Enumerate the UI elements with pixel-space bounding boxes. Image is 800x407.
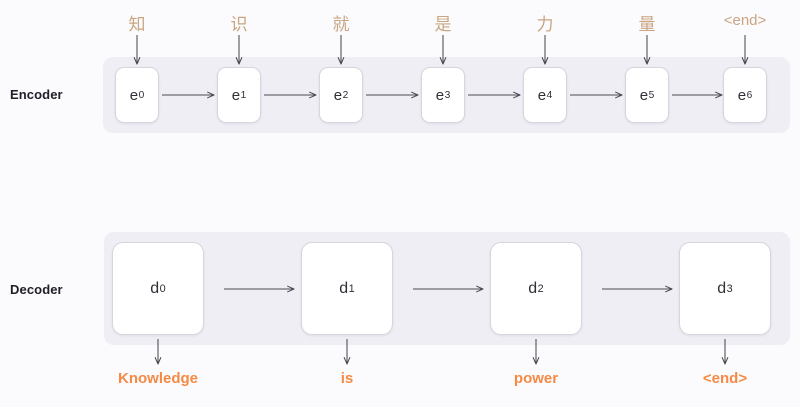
decoder-cell-1-name: d xyxy=(339,279,349,297)
decoder-cell-2-index: 2 xyxy=(537,282,544,295)
encoder-cell-4-index: 4 xyxy=(546,89,553,101)
encoder-input-0: 知 xyxy=(128,15,146,34)
encoder-input-5: 量 xyxy=(638,15,656,34)
encoder-cell-2-name: e xyxy=(333,86,343,104)
encoder-cell-2-index: 2 xyxy=(342,89,349,101)
decoder-cell-3-index: 3 xyxy=(726,282,733,295)
decoder-row-label: Decoder xyxy=(10,282,63,297)
encoder-cell-3-index: 3 xyxy=(444,89,451,101)
encoder-cell-0-index: 0 xyxy=(138,89,145,101)
decoder-output-2: power xyxy=(513,370,559,387)
decoder-cell-1-index: 1 xyxy=(348,282,355,295)
encoder-input-4: 力 xyxy=(536,15,554,34)
encoder-cell-4-name: e xyxy=(537,86,547,104)
decoder-cell-0-name: d xyxy=(150,279,160,297)
encoder-cell-6-index: 6 xyxy=(746,89,753,101)
decoder-output-1: is xyxy=(340,370,354,387)
encoder-cell-0-name: e xyxy=(129,86,139,104)
encoder-row-label: Encoder xyxy=(10,87,63,102)
decoder-cell-0-index: 0 xyxy=(159,282,166,295)
encoder-input-2: 就 xyxy=(332,15,350,34)
decoder-cell-3-name: d xyxy=(717,279,727,297)
encoder-cell-5-name: e xyxy=(639,86,649,104)
encoder-cell-1-index: 1 xyxy=(240,89,247,101)
decoder-output-3: <end> xyxy=(702,370,748,387)
encoder-cell-1-name: e xyxy=(231,86,241,104)
encoder-input-1: 识 xyxy=(230,15,248,34)
encoder-input-6: <end> xyxy=(723,12,767,29)
decoder-output-0: Knowledge xyxy=(117,370,199,387)
encoder-cell-5-index: 5 xyxy=(648,89,655,101)
encoder-input-3: 是 xyxy=(434,15,452,34)
decoder-cell-2-name: d xyxy=(528,279,538,297)
encoder-cell-6-name: e xyxy=(737,86,747,104)
encoder-cell-3-name: e xyxy=(435,86,445,104)
